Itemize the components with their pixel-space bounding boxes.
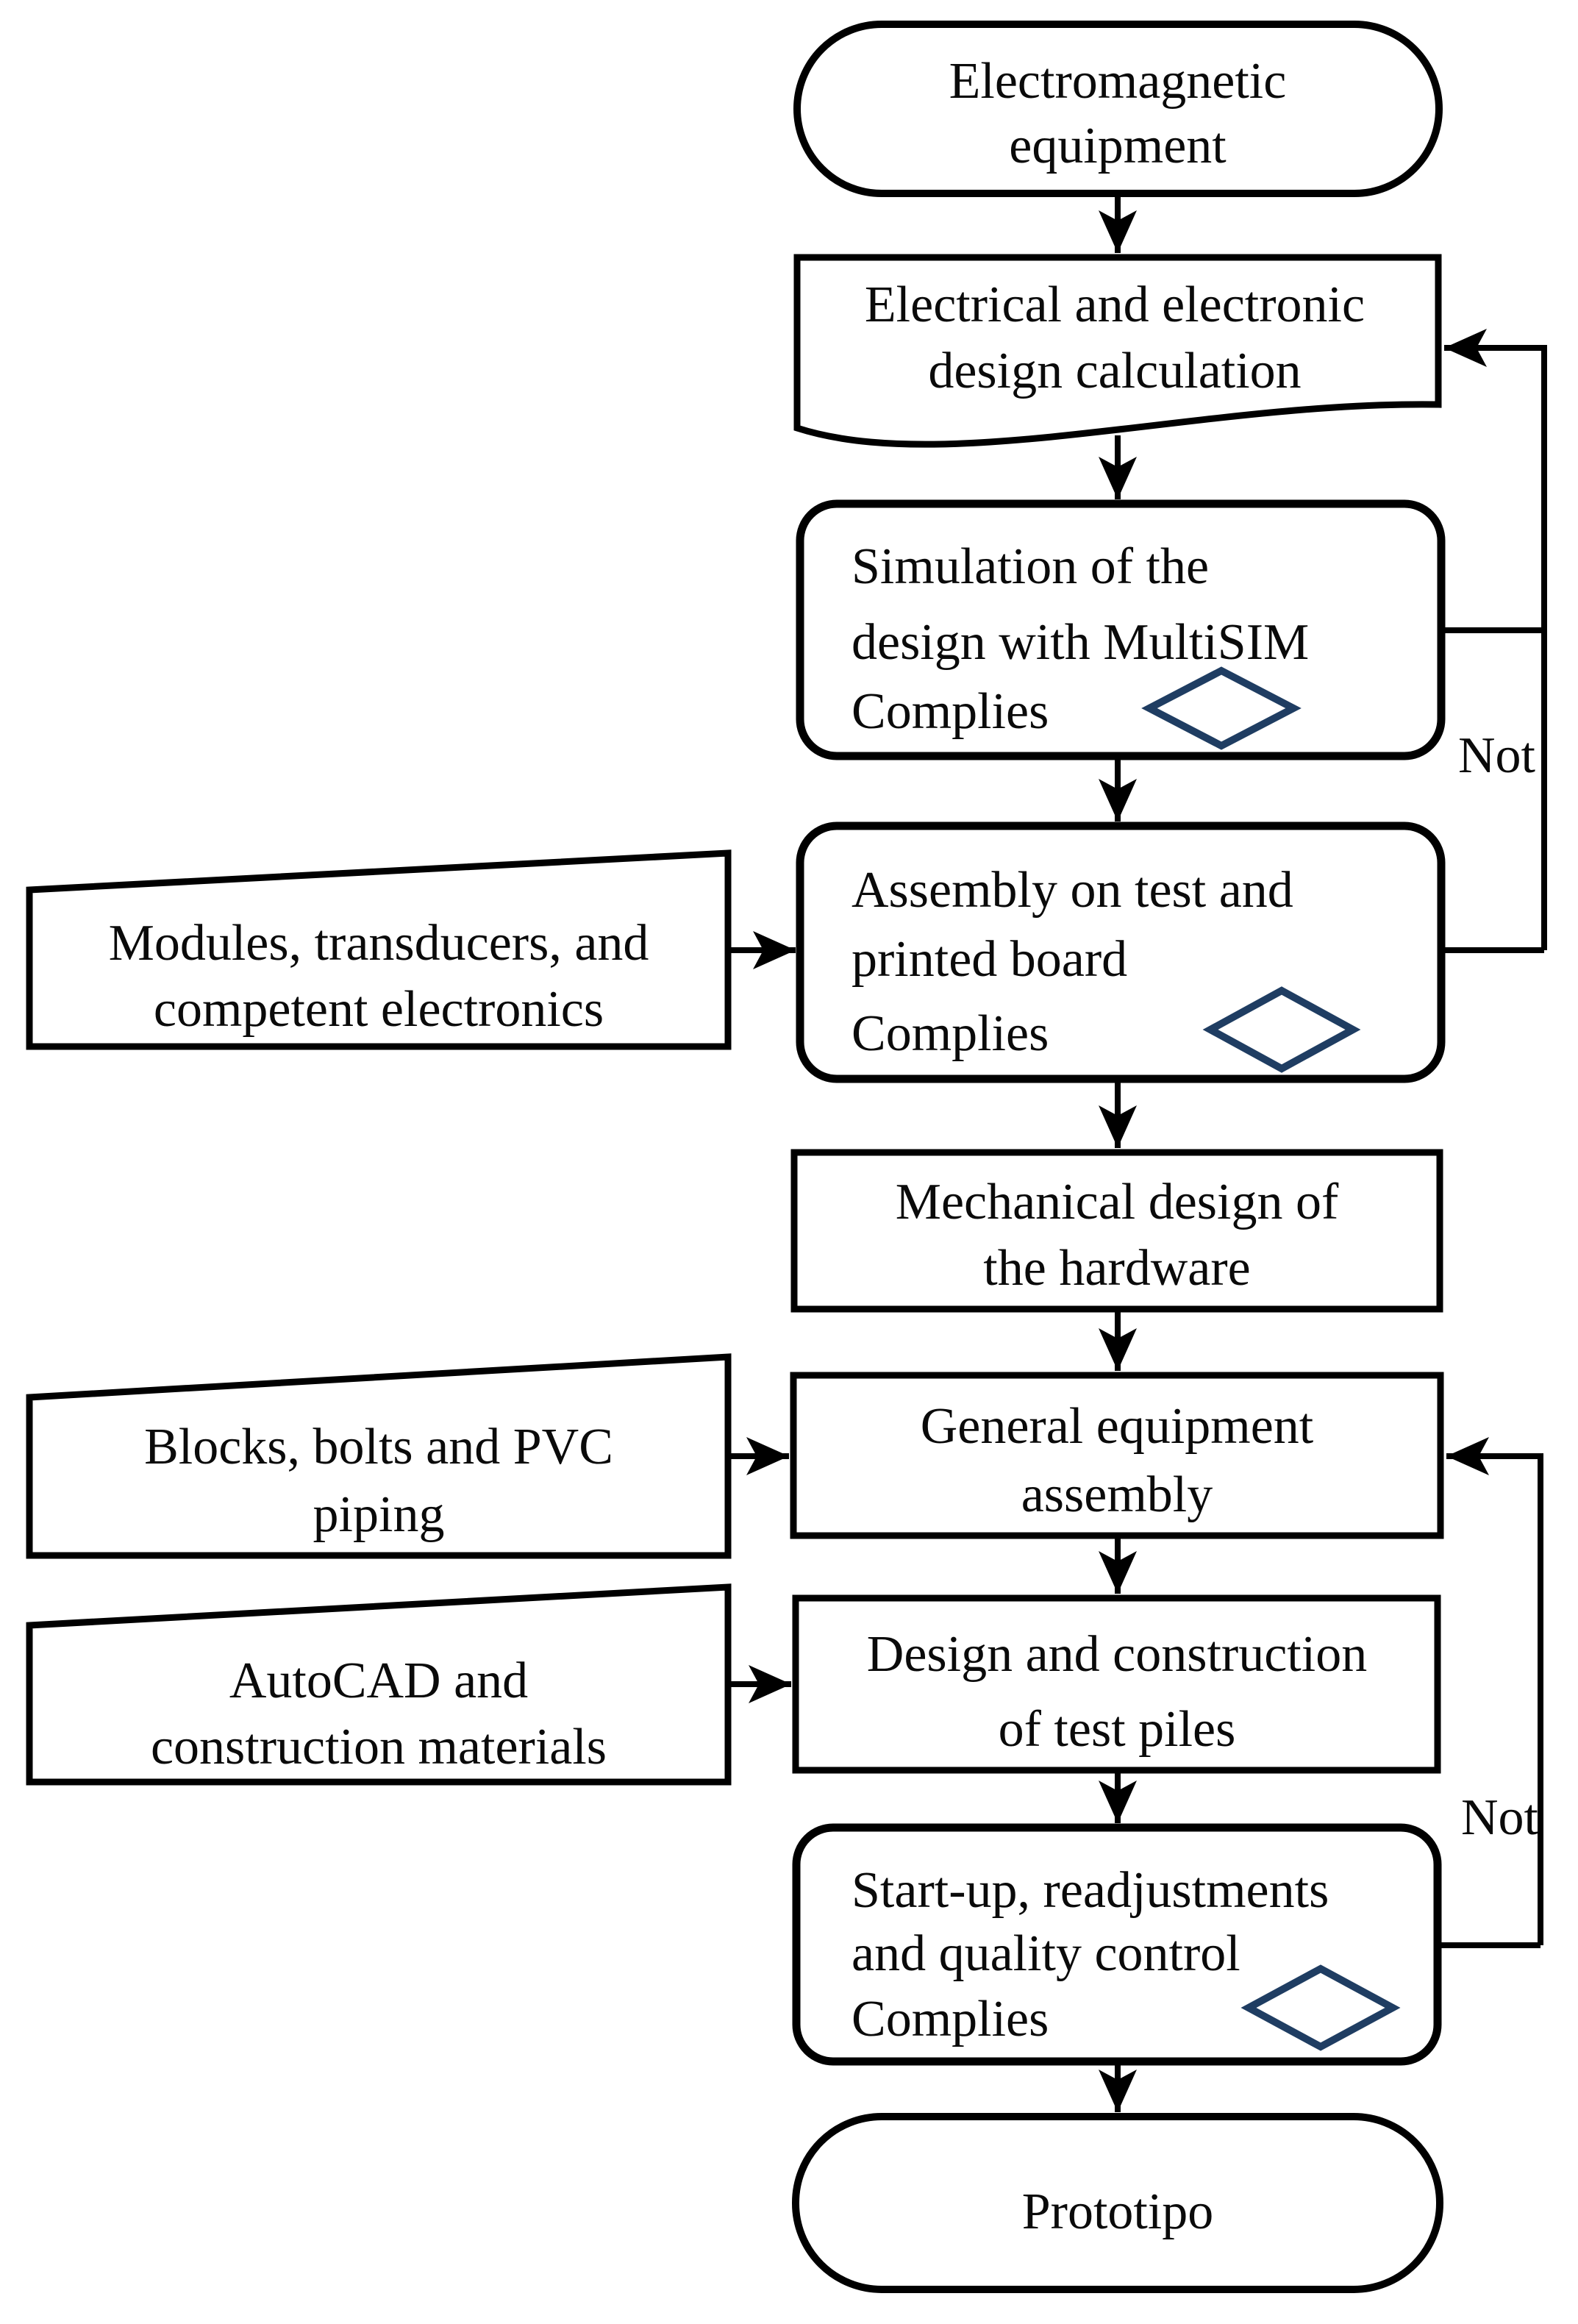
complies-diamond-icon-simulation [1141,666,1302,750]
node-test-piles-process [792,1594,1441,1774]
assembly-label-line-3: Complies [852,1005,1049,1062]
startup-label-line-1: Start-up, readjustments [852,1862,1329,1919]
general-label-line-1: General equipment [921,1398,1314,1455]
autocad-label-line-2: construction materials [151,1719,607,1775]
not-label-lower: Not [1461,1789,1539,1846]
design-calc-label-line-2: design calculation [928,343,1301,399]
connectors-layer [729,193,1547,2112]
piles-label-line-1: Design and construction [867,1626,1367,1683]
shapes-layer [26,21,1446,2293]
simulation-label-line-2: design with MultiSIM [852,614,1309,671]
design-calc-label-line-1: Electrical and electronic [865,277,1365,333]
node-blocks-input [26,1353,732,1559]
general-label-line-2: assembly [1021,1466,1213,1523]
assembly-label-line-1: Assembly on test and [852,862,1293,919]
feedback-arrow-to-general [1446,1437,1543,1945]
node-prototype-terminator [792,2113,1443,2293]
node-modules-input [26,849,732,1050]
piles-label-line-2: of test piles [999,1701,1236,1758]
start-label-line-2: equipment [1009,118,1227,174]
modules-label-line-2: competent electronics [154,981,604,1038]
node-autocad-input [26,1583,732,1786]
simulation-label-line-1: Simulation of the [852,538,1209,595]
text-layer: Electromagnetic equipment Electrical and… [109,53,1539,2240]
mechanical-label-line-2: the hardware [983,1240,1250,1297]
node-design-calculation-document [793,254,1442,448]
assembly-label-line-2: printed board [852,931,1127,988]
complies-diamond-icon-startup [1240,1964,1401,2051]
node-general-assembly-process [790,1372,1444,1539]
mechanical-label-line-1: Mechanical design of [896,1174,1339,1230]
blocks-label-line-2: piping [313,1486,445,1543]
blocks-label-line-1: Blocks, bolts and PVC [144,1419,613,1475]
feedback-arrow-to-design-calc [1444,329,1547,950]
startup-label-line-2: and quality control [852,1925,1240,1982]
prototype-label: Prototipo [1022,2184,1214,2240]
autocad-label-line-1: AutoCAD and [229,1653,528,1709]
complies-diamond-icon-assembly [1202,986,1361,1073]
not-label-upper: Not [1458,727,1536,784]
modules-label-line-1: Modules, transducers, and [109,915,649,972]
diamonds-layer [1141,666,1401,2051]
start-label-line-1: Electromagnetic [949,53,1287,110]
node-mechanical-design-process [790,1149,1443,1313]
simulation-label-line-3: Complies [852,683,1049,740]
startup-label-line-3: Complies [852,1991,1049,2047]
